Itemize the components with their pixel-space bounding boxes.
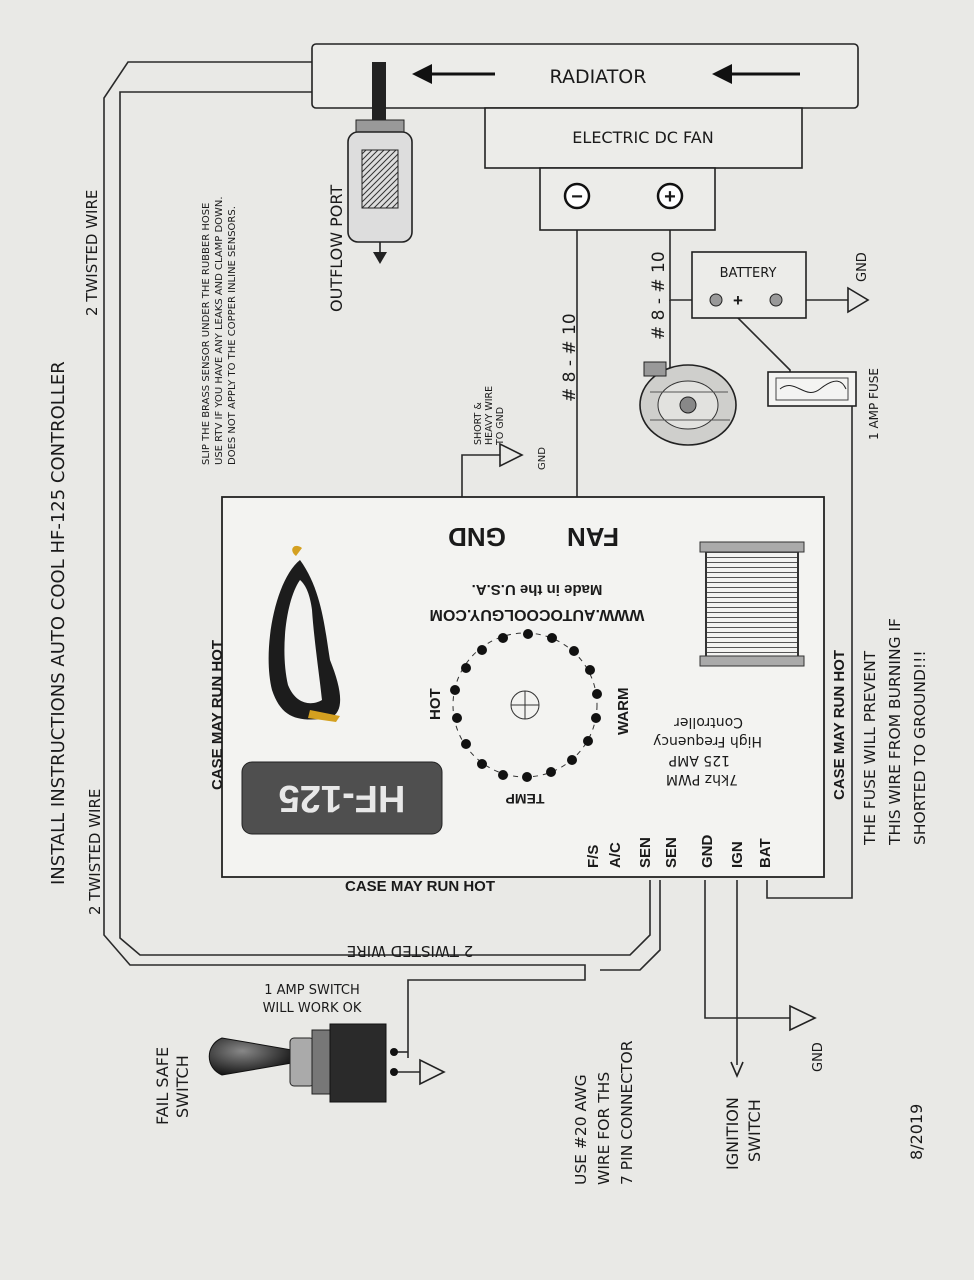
fail-safe-line: SWITCH xyxy=(173,1055,192,1118)
website-label: WWW.AUTOCOOLGUY.COM xyxy=(430,606,645,623)
pin-sen-label: SEN xyxy=(663,837,680,868)
case-hot-label: CASE MAY RUN HOT xyxy=(831,650,848,800)
outflow-port-label: OUTFLOW PORT xyxy=(327,185,346,312)
pin-labels: F/S A/C SEN SEN GND IGN BAT xyxy=(585,835,774,869)
ground-symbols xyxy=(419,286,870,1086)
wire-gauge-label: # 8 - # 10 xyxy=(560,313,580,402)
page-title: INSTALL INSTRUCTIONS AUTO COOL HF-125 CO… xyxy=(48,361,69,885)
awg-note-line: USE #20 AWG xyxy=(572,1074,590,1185)
spec-line: Controller xyxy=(674,714,743,730)
battery-plus-label: + xyxy=(733,291,743,310)
short-note-line: HEAVY WIRE xyxy=(484,386,495,445)
switch-note-line: 1 AMP SWITCH xyxy=(264,983,359,998)
spec-line: 7khz PWM xyxy=(666,771,738,787)
short-ground-wire xyxy=(461,454,500,497)
spec-block: 7khz PWM 125 AMP High Frequency Controll… xyxy=(653,714,762,787)
battery-label: BATTERY xyxy=(720,266,777,281)
fuse-note-line: SHORTED TO GROUND!!! xyxy=(911,650,929,845)
electric-fan-label: ELECTRIC DC FAN xyxy=(572,128,713,147)
pin-fs-label: F/S xyxy=(585,845,602,868)
dial-hot-label: HOT xyxy=(427,688,444,720)
fuse-note-line: THIS WIRE FROM BURNING IF xyxy=(886,618,904,846)
pin-gnd-label: GND xyxy=(699,835,716,869)
awg-note: USE #20 AWG WIRE FOR THS 7 PIN CONNECTOR xyxy=(572,1040,636,1185)
ignition-arrow-icon xyxy=(730,1061,744,1079)
dial-warm-label: WARM xyxy=(615,688,632,736)
wire-gauge-label: # 8 - # 10 xyxy=(649,251,669,340)
sensor-note-line: SLIP THE BRASS SENSOR UNDER THE RUBBER H… xyxy=(201,203,212,465)
fan-minus-label: − xyxy=(571,186,583,208)
fuse-icon xyxy=(767,371,857,407)
date-label: 8/2019 xyxy=(907,1104,926,1160)
spec-line: 125 AMP xyxy=(669,752,730,768)
twisted-wire-label: 2 TWISTED WIRE xyxy=(86,789,104,915)
penguin-icon xyxy=(268,545,341,722)
ignition-line: IGNITION xyxy=(723,1097,742,1170)
radiator-label: RADIATOR xyxy=(550,66,647,88)
ignition-switch-label: IGNITION SWITCH xyxy=(723,1097,764,1170)
outflow-port-sensor: OUTFLOW PORT xyxy=(327,62,413,312)
twisted-wire-outer xyxy=(103,61,586,1058)
model-badge: HF-125 xyxy=(241,761,443,835)
short-wire-note: SHORT & HEAVY WIRE TO GND xyxy=(473,386,506,446)
gnd-pin-wire xyxy=(704,880,790,1019)
controller-box: GND FAN WWW.AUTOCOOLGUY.COM Made in the … xyxy=(221,496,825,878)
electric-fan: ELECTRIC DC FAN − + xyxy=(484,107,803,231)
short-note-line: TO GND xyxy=(495,407,506,446)
short-note-line: SHORT & xyxy=(473,402,484,445)
ground-icon xyxy=(419,1058,446,1086)
radiator: RADIATOR xyxy=(311,43,859,109)
fan-plus-label: + xyxy=(664,186,676,208)
gnd-label: GND xyxy=(537,447,548,470)
ground-icon xyxy=(499,442,524,468)
fuse-note-line: THE FUSE WILL PREVENT xyxy=(861,650,879,846)
twisted-wire-label: 2 TWISTED WIRE xyxy=(347,942,473,960)
alternator-icon xyxy=(639,361,737,446)
spec-line: High Frequency xyxy=(653,733,762,749)
pin-ign-label: IGN xyxy=(729,841,746,868)
flow-arrow-icon xyxy=(412,64,800,84)
sensor-note-line: USE RTV IF YOU HAVE ANY LEAKS AND CLAMP … xyxy=(214,196,225,465)
battery: BATTERY + xyxy=(691,251,807,319)
awg-note-line: WIRE FOR THS xyxy=(595,1072,613,1185)
temp-dial: HOT WARM TEMP xyxy=(427,629,632,807)
gnd-label: GND xyxy=(811,1042,826,1072)
toggle-switch-icon xyxy=(208,1023,398,1103)
awg-note-line: 7 PIN CONNECTOR xyxy=(618,1040,636,1185)
fan-positive-terminal xyxy=(656,182,684,210)
model-label: HF-125 xyxy=(279,777,406,819)
switch-note: 1 AMP SWITCH WILL WORK OK xyxy=(263,983,362,1016)
amp-fuse-label: 1 AMP FUSE xyxy=(867,368,881,440)
case-hot-label: CASE MAY RUN HOT xyxy=(209,640,226,790)
fuse-to-bat-wire xyxy=(766,390,853,899)
dial-temp-label: TEMP xyxy=(506,791,545,807)
terminal-fan-label: FAN xyxy=(567,522,619,552)
ground-icon xyxy=(847,286,870,314)
sensor-note-line: DOES NOT APPLY TO THE COPPER INLINE SENS… xyxy=(227,206,238,465)
fail-safe-line: FAIL SAFE xyxy=(153,1047,172,1125)
gnd-label: GND xyxy=(855,252,870,282)
twisted-wire-label: 2 TWISTED WIRE xyxy=(83,190,101,316)
pin-ac-label: A/C xyxy=(607,842,624,868)
fuse-warning-note: THE FUSE WILL PREVENT THIS WIRE FROM BUR… xyxy=(861,618,929,846)
terminal-gnd-label: GND xyxy=(448,522,506,552)
ignition-line: SWITCH xyxy=(745,1099,764,1162)
switch-note-line: WILL WORK OK xyxy=(263,1001,362,1016)
twisted-wire-return xyxy=(600,880,661,971)
made-in-label: Made in the U.S.A. xyxy=(472,581,603,598)
dial-dots xyxy=(450,629,602,782)
case-hot-label: CASE MAY RUN HOT xyxy=(345,878,495,895)
fail-safe-label: FAIL SAFE SWITCH xyxy=(153,1047,192,1125)
pin-sen-label: SEN xyxy=(637,837,654,868)
ground-icon xyxy=(789,1004,817,1032)
radiator-image-icon xyxy=(699,541,805,667)
sensor-note: SLIP THE BRASS SENSOR UNDER THE RUBBER H… xyxy=(201,196,238,465)
pin-bat-label: BAT xyxy=(757,838,774,868)
fan-negative-terminal xyxy=(563,182,591,210)
